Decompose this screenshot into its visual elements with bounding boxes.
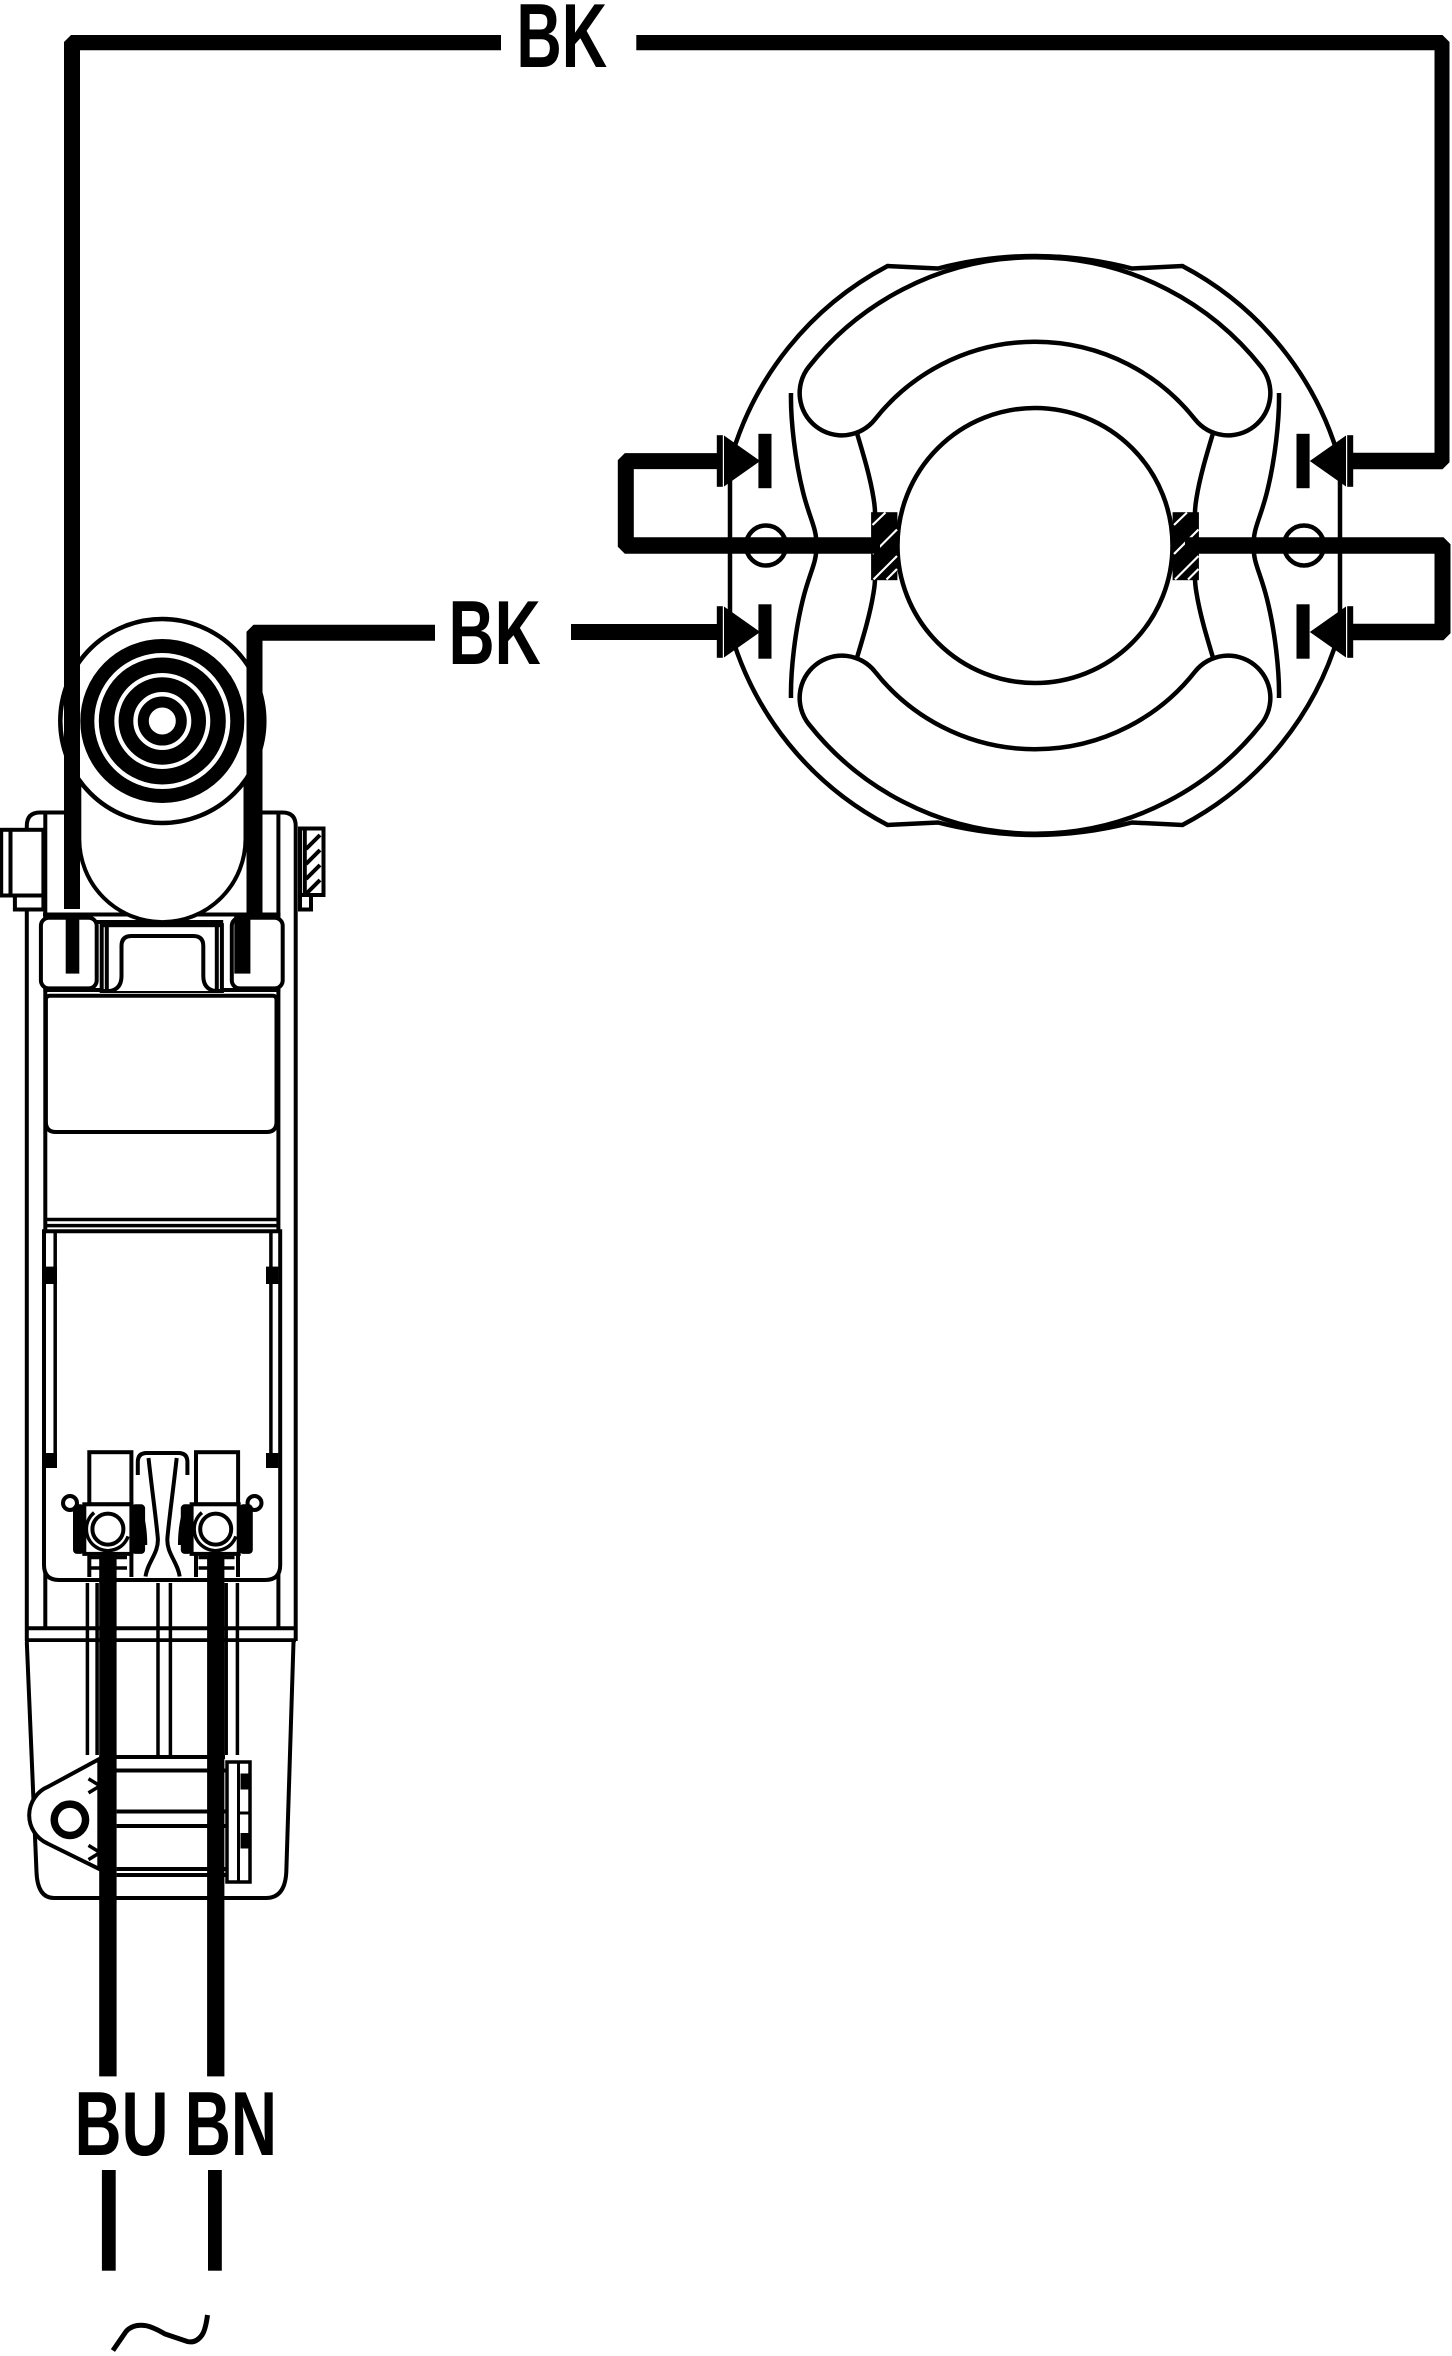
svg-text:BU: BU [75,2072,169,2174]
svg-text:BK: BK [516,0,607,87]
svg-text:BN: BN [185,2073,277,2175]
svg-text:BK: BK [449,582,541,684]
